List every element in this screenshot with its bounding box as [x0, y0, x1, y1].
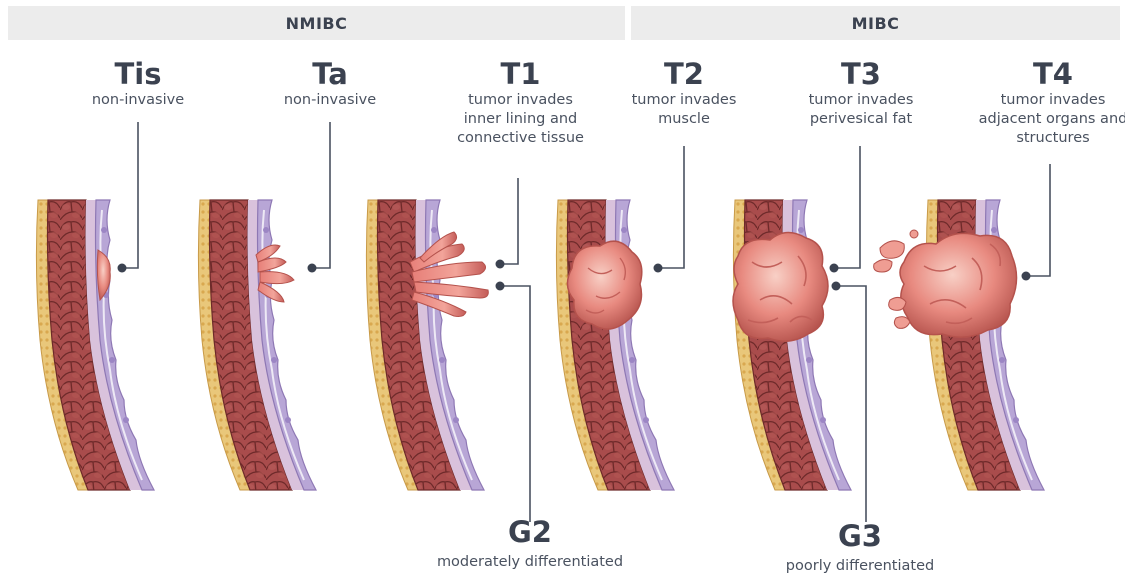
stage-t2-desc: tumor invades muscle — [614, 91, 754, 129]
stage-t4-code: T4 — [978, 58, 1125, 90]
grade-g2: G2 moderately differentiated — [410, 516, 650, 572]
wall-tis — [36, 200, 154, 490]
stage-t1-code: T1 — [448, 58, 593, 90]
stage-t1-desc: tumor invades inner lining and connectiv… — [448, 91, 593, 148]
stage-t2-code: T2 — [614, 58, 754, 90]
stage-ta-desc: non-invasive — [260, 91, 400, 110]
grade-g2-desc: moderately differentiated — [410, 552, 650, 572]
stage-tis-code: Tis — [68, 58, 208, 90]
stage-tis: Tis non-invasive — [68, 58, 208, 110]
grade-g3: G3 poorly differentiated — [750, 520, 970, 576]
stage-t4-desc: tumor invades adjacent organs and struct… — [978, 91, 1125, 148]
wall-ta — [198, 200, 316, 490]
tumor-t4 — [874, 230, 1017, 337]
grade-g2-code: G2 — [410, 516, 650, 548]
tumor-t2 — [567, 241, 641, 329]
stage-t3-desc: tumor invades perivesical fat — [786, 91, 936, 129]
stage-t3: T3 tumor invades perivesical fat — [786, 58, 936, 129]
stage-ta-code: Ta — [260, 58, 400, 90]
stage-ta: Ta non-invasive — [260, 58, 400, 110]
stage-t1: T1 tumor invades inner lining and connec… — [448, 58, 593, 148]
wall-t1 — [366, 200, 484, 490]
stage-t4: T4 tumor invades adjacent organs and str… — [978, 58, 1125, 148]
tumor-t3 — [733, 232, 828, 341]
grade-g3-code: G3 — [750, 520, 970, 552]
stage-t3-code: T3 — [786, 58, 936, 90]
stage-t2: T2 tumor invades muscle — [614, 58, 754, 129]
grade-g3-desc: poorly differentiated — [750, 556, 970, 576]
stage-tis-desc: non-invasive — [68, 91, 208, 110]
